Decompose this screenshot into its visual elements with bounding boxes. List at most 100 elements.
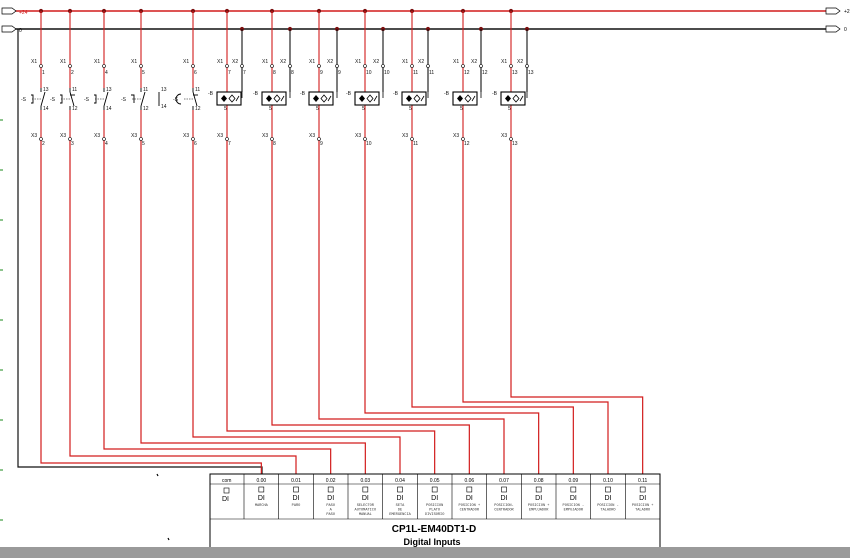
sensor-output-stroke bbox=[519, 95, 524, 102]
terminal-label-x3: X3 bbox=[94, 133, 100, 139]
terminal-number: 6 bbox=[194, 141, 197, 147]
contact-blade bbox=[140, 91, 146, 107]
plc-channel-checkbox bbox=[223, 487, 230, 494]
terminal-point bbox=[39, 64, 43, 68]
terminal-label-x3: X3 bbox=[355, 133, 361, 139]
push-actuator-icon bbox=[31, 94, 34, 104]
sensor-diamond-icon bbox=[221, 95, 227, 102]
terminal-number: 7 bbox=[228, 141, 231, 147]
terminal-point bbox=[270, 64, 274, 68]
terminal-point bbox=[270, 137, 274, 141]
plc-channel-type: DI bbox=[570, 495, 577, 502]
sensor-diamond-icon bbox=[406, 95, 412, 102]
terminal-number: 1 bbox=[42, 70, 45, 76]
terminal-number: 11 bbox=[413, 70, 418, 76]
sensor-label: -B bbox=[208, 91, 214, 97]
plc-channel-checkbox bbox=[431, 486, 438, 493]
plc-channel-description: AUTOMATICO bbox=[355, 509, 377, 513]
terminal-number: 9 bbox=[338, 70, 341, 76]
terminal-label-x3: X3 bbox=[501, 133, 507, 139]
terminal-number: 4 bbox=[105, 70, 108, 76]
plc-channel-description: SETA bbox=[396, 504, 405, 508]
terminal-point bbox=[479, 64, 483, 68]
contact-top-terminal: 11 bbox=[143, 87, 148, 93]
terminal-label-x3: X3 bbox=[31, 133, 37, 139]
bottom-scroll-strip[interactable] bbox=[0, 547, 850, 558]
terminal-number: 11 bbox=[413, 141, 418, 147]
contact-bottom-terminal: 12 bbox=[195, 106, 201, 112]
wire-input-11 bbox=[510, 139, 644, 474]
plc-channel-description: POSICION + bbox=[459, 504, 481, 508]
plc-channel-description: EMPUJADOR bbox=[529, 509, 549, 513]
plc-channel-type: DI bbox=[327, 495, 334, 502]
terminal-number: 12 bbox=[482, 70, 488, 76]
plc-channel-address: 0.08 bbox=[534, 478, 544, 484]
plc-channel-checkbox bbox=[501, 486, 507, 493]
sensor-diamond-outline-icon bbox=[366, 94, 374, 103]
sensor-diamond-outline-icon bbox=[512, 94, 520, 103]
plc-channel-description: DIVISORIO bbox=[425, 513, 444, 517]
mushroom-head-icon bbox=[175, 93, 182, 105]
plc-channel-checkbox bbox=[362, 486, 369, 493]
wire-input-5 bbox=[226, 139, 436, 474]
sensor-label: -B bbox=[492, 91, 498, 97]
terminal-label-x2: X2 bbox=[373, 59, 379, 65]
terminal-number: 9 bbox=[320, 70, 323, 76]
terminal-label-x3: X3 bbox=[402, 133, 408, 139]
terminal-label-x2: X2 bbox=[418, 59, 424, 65]
plc-channel-address: 0.01 bbox=[291, 478, 301, 484]
sensor-diamond-outline-icon bbox=[273, 94, 281, 103]
terminal-point bbox=[191, 64, 195, 68]
sensor-diamond-outline-icon bbox=[464, 94, 472, 103]
plc-channel-type: DI bbox=[535, 495, 542, 502]
terminal-number: 10 bbox=[384, 70, 390, 76]
sensor-label: -B bbox=[444, 91, 450, 97]
plc-channel-description: POSICION + bbox=[528, 504, 550, 508]
plc-channel-description: MANUAL bbox=[359, 513, 372, 517]
plc-channel-address: 0.10 bbox=[603, 478, 613, 484]
terminal-point bbox=[240, 64, 244, 68]
terminal-label-x1: X1 bbox=[501, 59, 507, 65]
plc-channel-type: DI bbox=[466, 495, 473, 502]
terminal-number: 12 bbox=[464, 141, 470, 147]
wire-input-6 bbox=[271, 139, 470, 474]
plc-channel-checkbox bbox=[570, 486, 577, 493]
terminal-point bbox=[509, 137, 513, 141]
plc-channel-checkbox bbox=[639, 486, 646, 493]
plc-channel-description: PASO bbox=[326, 513, 335, 517]
terminal-label-x3: X3 bbox=[453, 133, 459, 139]
terminal-point bbox=[139, 137, 143, 141]
plc-channel-description: POSICION + bbox=[632, 504, 654, 508]
sensor-diamond-outline-icon bbox=[413, 94, 421, 103]
sensor-output-mark: 5 bbox=[460, 106, 463, 112]
sensor-output-mark: 5 bbox=[316, 106, 319, 112]
plc-channel-description: DE bbox=[398, 509, 402, 513]
sensor-output-mark: 5 bbox=[508, 106, 511, 112]
sensor-output-mark: 5 bbox=[362, 106, 365, 112]
contact-bottom-terminal: 12 bbox=[72, 106, 78, 112]
terminal-label-x2: X2 bbox=[327, 59, 333, 65]
terminal-point bbox=[191, 137, 195, 141]
wire-neutral-com bbox=[17, 29, 263, 474]
sensor-diamond-icon bbox=[457, 95, 463, 102]
terminal-point bbox=[102, 64, 106, 68]
rail-connector-right-bottom bbox=[825, 25, 841, 33]
terminal-label-x1: X1 bbox=[60, 59, 66, 65]
plc-com-label: com bbox=[222, 478, 231, 484]
terminal-point bbox=[363, 137, 367, 141]
terminal-number: 8 bbox=[291, 70, 294, 76]
wire-input-2 bbox=[103, 139, 332, 474]
plc-channel-description: PASO bbox=[326, 504, 335, 508]
terminal-point bbox=[410, 137, 414, 141]
contact-bottom-terminal: 14 bbox=[43, 106, 49, 112]
contact-bottom-terminal: 14 bbox=[106, 106, 112, 112]
terminal-number: 11 bbox=[429, 70, 434, 76]
rail-label-top-left: +24 bbox=[19, 10, 28, 16]
contact-bottom-terminal: 12 bbox=[143, 106, 149, 112]
terminal-label-x1: X1 bbox=[262, 59, 268, 65]
sensor-output-stroke bbox=[235, 95, 240, 102]
rail-label-bottom-right: 0 bbox=[844, 27, 847, 33]
terminal-number: 10 bbox=[366, 70, 372, 76]
terminal-number: 12 bbox=[464, 70, 470, 76]
contact-top-terminal: 11 bbox=[195, 87, 200, 93]
